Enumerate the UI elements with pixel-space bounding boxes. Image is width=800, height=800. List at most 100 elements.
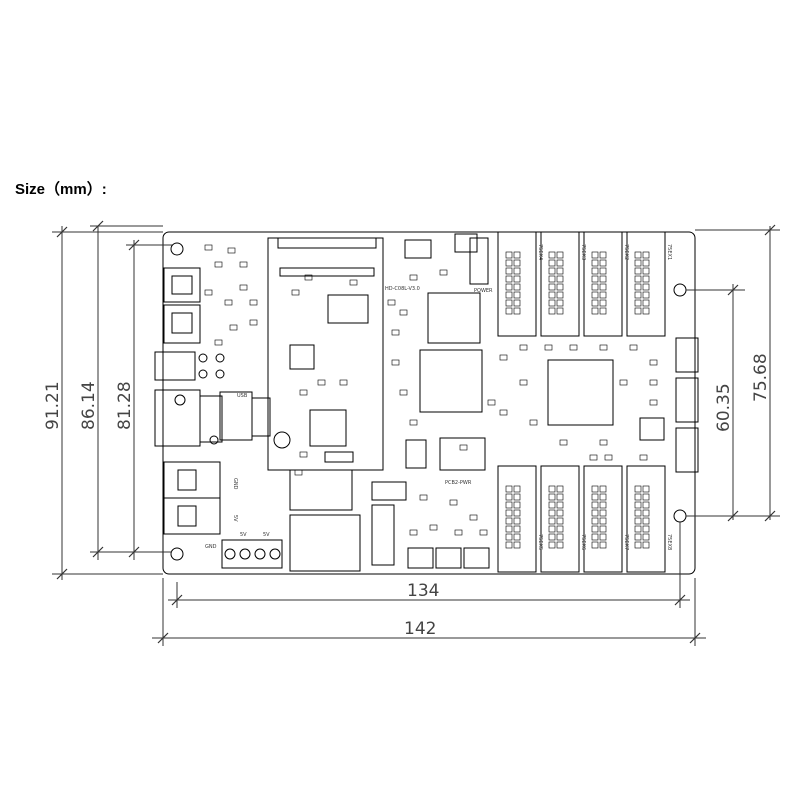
hub-pin — [642, 275, 650, 283]
small-chip — [439, 437, 486, 471]
power-terminal — [221, 539, 283, 569]
smd-part — [224, 299, 233, 306]
dimension-lines — [52, 220, 780, 646]
smd-part — [227, 247, 236, 254]
hub-pin — [513, 493, 521, 501]
smd-part — [291, 289, 300, 296]
smd-part — [391, 359, 400, 366]
label-5v-bottom-b: 5V — [263, 532, 270, 538]
hub-pin — [634, 525, 642, 533]
hub-pin — [591, 283, 599, 291]
smd-part — [399, 389, 408, 396]
bga-chip-right — [547, 359, 614, 426]
hub-pin — [599, 517, 607, 525]
hub-pin — [556, 525, 564, 533]
label-hub-port: 75EX5 — [537, 534, 543, 550]
terminal-block-bottom — [163, 497, 221, 535]
hub-pin — [591, 251, 599, 259]
smd-part — [391, 329, 400, 336]
smd-part — [604, 454, 613, 461]
label-hub-port: 75EX2 — [623, 244, 629, 260]
hub-pin — [548, 307, 556, 315]
hub-pin — [642, 291, 650, 299]
smd-part — [519, 379, 528, 386]
smd-part — [519, 344, 528, 351]
label-power: POWER — [474, 288, 493, 294]
hub-port-75ex5 — [497, 465, 537, 573]
hub-pin — [505, 291, 513, 299]
smd-part — [429, 524, 438, 531]
hub-pin — [591, 517, 599, 525]
usb-port — [219, 391, 253, 441]
hub-pin — [599, 509, 607, 517]
hub-pin — [505, 307, 513, 315]
hub-pin — [591, 307, 599, 315]
hub-port-75ex1 — [626, 231, 666, 337]
hub-pin — [642, 533, 650, 541]
hub-pin — [642, 525, 650, 533]
smd-part — [479, 529, 488, 536]
smd-part — [214, 261, 223, 268]
hub-pin — [634, 307, 642, 315]
dim-text-75-68: 75.68 — [751, 353, 771, 402]
size-heading: Size（mm）: — [15, 181, 107, 198]
hub-pin — [634, 299, 642, 307]
hub-pin — [513, 299, 521, 307]
hub-pin — [642, 299, 650, 307]
hub-pin — [634, 267, 642, 275]
label-hub-port: 75EX4 — [537, 244, 543, 260]
hub-pin — [505, 533, 513, 541]
tact-switch — [405, 439, 427, 469]
smd-part — [639, 454, 648, 461]
hub-port-75ex7 — [583, 465, 623, 573]
hub-pin — [591, 509, 599, 517]
smd-part — [459, 444, 468, 451]
hub-pin — [548, 525, 556, 533]
hub-pin — [642, 251, 650, 259]
big-connector — [289, 514, 361, 572]
smd-part — [599, 439, 608, 446]
hub-pin — [599, 259, 607, 267]
smd-part — [419, 494, 428, 501]
smd-part — [304, 274, 313, 281]
smd-part — [559, 439, 568, 446]
smd-part — [649, 379, 658, 386]
hub-pin — [505, 251, 513, 259]
label-hub-port: 75EX6 — [580, 534, 586, 550]
smd-part — [349, 279, 358, 286]
hub-pin — [642, 501, 650, 509]
hub-pin — [599, 485, 607, 493]
label-5v-mid: 5V — [232, 515, 238, 522]
smd-part — [487, 399, 496, 406]
dim-tick — [764, 510, 776, 522]
hub-pin — [634, 533, 642, 541]
hub-pin — [513, 485, 521, 493]
hub-pin — [556, 251, 564, 259]
smd-part — [449, 499, 458, 506]
hub-pin — [599, 533, 607, 541]
hub-pin — [642, 509, 650, 517]
silkscreen-labels: GND 5V 5V GND 5V HD-C08L-V3.0 USB POWER … — [205, 244, 672, 550]
smd-part — [569, 344, 578, 351]
bga-chip-left — [419, 349, 483, 413]
hub-pin — [505, 259, 513, 267]
hub-pin — [513, 541, 521, 549]
dim-tick — [727, 510, 739, 522]
hub-pin — [634, 283, 642, 291]
hub-pin — [556, 509, 564, 517]
smd-part — [299, 389, 308, 396]
hub-pin — [505, 275, 513, 283]
hub-pin — [548, 259, 556, 267]
switch-bottom — [163, 304, 201, 344]
audio-jack — [154, 351, 196, 381]
hub-pin — [642, 283, 650, 291]
smd-part — [239, 261, 248, 268]
hub-pin — [599, 541, 607, 549]
smd-part — [387, 299, 396, 306]
hub-pin — [513, 517, 521, 525]
dim-text-134: 134 — [407, 581, 439, 601]
hub-pin — [548, 251, 556, 259]
hub-pin — [591, 291, 599, 299]
hub-pin — [642, 485, 650, 493]
hub-pin — [599, 299, 607, 307]
